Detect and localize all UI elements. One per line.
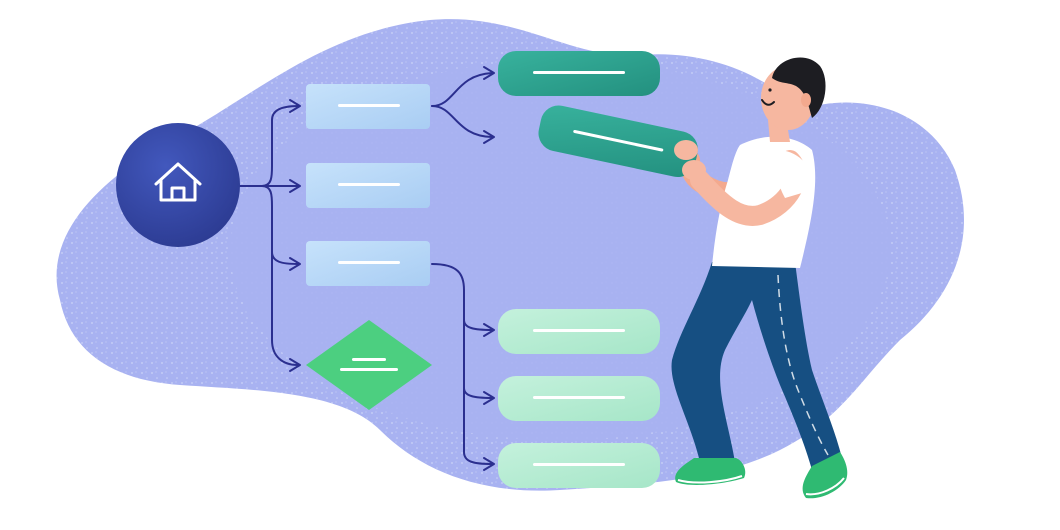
process-node-2 (306, 163, 430, 208)
terminal-node-held (538, 105, 698, 178)
person-figure (671, 57, 848, 499)
terminal-node-top (498, 51, 660, 96)
home-icon (154, 162, 202, 202)
person-hands (674, 140, 706, 180)
home-node (116, 123, 240, 247)
terminal-node-5 (498, 376, 660, 421)
terminal-node-6 (498, 443, 660, 488)
flow-connectors (239, 66, 495, 471)
terminal-node-4 (498, 309, 660, 354)
process-node-3 (306, 241, 430, 286)
decision-diamond (306, 320, 432, 410)
process-node-1 (306, 84, 430, 129)
